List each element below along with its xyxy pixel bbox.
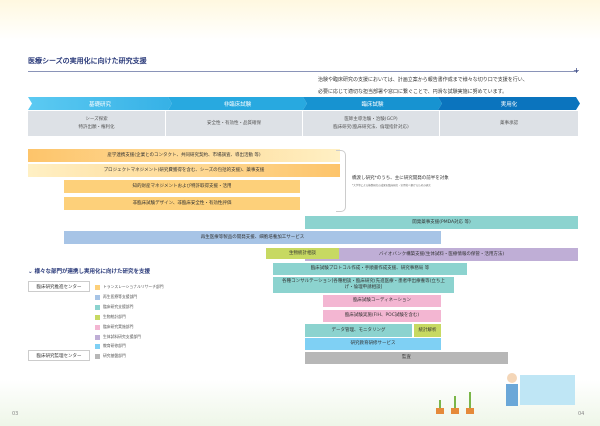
legend-label: 臨床研究実施部門	[103, 324, 134, 329]
legend-label: 教育研修部門	[103, 343, 126, 348]
phase-detail-commercial: 薬事承認	[440, 111, 578, 136]
bar-datamgmt: データ管理、モニタリング	[305, 324, 412, 337]
bar-ip: 知的財産マネジメントおよび特許取得支援・活用	[64, 180, 300, 193]
legend-label: 再生医療等支援部門	[103, 294, 138, 299]
person-body	[506, 384, 518, 406]
legend-item: 臨床研究実施部門	[95, 324, 133, 330]
center-supervision: 臨床研究監理センター	[28, 350, 90, 361]
bar-conduct: 臨床試験実施(FIH、POC試験を含む)	[323, 310, 441, 322]
lab-illustration	[436, 373, 575, 414]
phase-basic: 基礎研究	[28, 97, 172, 110]
bar-protocol: 臨床試験プロトコル作成・手順書作成支援、研究事務局 等	[273, 263, 467, 275]
intro-line: 必要に応じて適切な担当部署や窓口に繋ぐことで、円滑な試験実施に努めています。	[318, 89, 508, 95]
section-heading-text: 様々な部門が連携し実用化に向けた研究を支援	[34, 269, 151, 275]
pot-icon	[436, 408, 444, 414]
bar-pm: プロジェクトマネジメント(研究費獲得を含む、シーズの包括的支援)、薬事支援	[28, 164, 340, 177]
detail-text: 医師主導治験・治験(GCP)	[344, 116, 398, 122]
phase-nonclinical: 非臨床試験	[168, 97, 307, 110]
section-heading: ⌄ 様々な部門が連携し実用化に向けた研究を支援	[28, 269, 151, 275]
bar-regen: 再生医療等製品の開発支援、細胞培養加工サービス	[64, 231, 441, 244]
bar-education: 研究教育研修サービス	[305, 338, 441, 350]
legend-item: 教育研修部門	[95, 343, 126, 349]
center-promotion: 臨床研究推進センター	[28, 281, 90, 292]
detail-text: シーズ探索	[85, 116, 108, 122]
bar-stats: 統計解析	[414, 324, 441, 337]
bar-audit: 監査	[305, 352, 508, 364]
detail-text: 薬事承認	[500, 120, 518, 126]
bed-icon	[520, 375, 575, 405]
detail-text: 臨床研究(臨床研究法、倫理指針対応)	[333, 124, 409, 130]
bar-consult: 各種コンサルテーション[各種相談・臨床研究(先進医療・患者申出療養等)立ち上げ・…	[273, 277, 454, 293]
pot-icon	[451, 408, 459, 414]
phase-clinical: 臨床試験	[303, 97, 442, 110]
intro-text: 治験や臨床研究の支援においては、計画立案から報告書作成まで様々な切り口で支援を行…	[318, 74, 528, 98]
bar-biostat: 生物統計相談	[266, 248, 339, 259]
phase-detail-clinical: 医師主導治験・治験(GCP) 臨床研究(臨床研究法、倫理指針対応)	[303, 111, 440, 136]
note: 橋渡し研究*のうち、主に研究開発の前半を対象 *大学等による基礎研究の成果を臨床研…	[352, 175, 449, 187]
detail-text: 安全性・有効性・品質確保	[207, 120, 261, 126]
note-main: 橋渡し研究*のうち、主に研究開発の前半を対象	[352, 176, 449, 181]
legend-item: 生体試料研究支援部門	[95, 334, 141, 340]
divider	[28, 71, 578, 72]
pot-icon	[466, 408, 474, 414]
bracket	[336, 150, 346, 212]
bar-nonclinical: 非臨床試験デザイン、非臨床安全性・有効性評価	[64, 197, 300, 210]
detail-text: 特許出願・権利化	[78, 124, 115, 130]
person-icon	[507, 373, 517, 383]
legend-label: トランスレーショナルリサーチ部門	[103, 284, 164, 289]
legend-item: 再生医療等支援部門	[95, 294, 137, 300]
phase-commercial: 実用化	[438, 97, 580, 110]
legend-label: 臨床研究支援部門	[103, 304, 134, 309]
page-number-right: 04	[578, 411, 585, 417]
plus-icon: +	[573, 66, 580, 75]
bar-industry: 産学連携支援(企業とのコンタクト、共同研究契約、市場調査、導出活動 等)	[28, 149, 340, 162]
page-title: 医療シーズの実用化に向けた研究支援	[28, 57, 147, 65]
legend-item: 臨床研究支援部門	[95, 304, 133, 310]
bar-coordination: 臨床試験コーディネーション	[323, 295, 441, 307]
phase-detail-nonclinical: 安全性・有効性・品質確保	[166, 111, 303, 136]
legend-item: 研究基盤部門	[95, 353, 126, 359]
intro-line: 治験や臨床研究の支援においては、計画立案から報告書作成まで様々な切り口で支援を行…	[318, 77, 528, 83]
bar-biobank: バイオバンク構築支援(生体試料・医療情報の保管・活用方法)	[305, 248, 578, 261]
phase-detail-basic: シーズ探索特許出願・権利化	[28, 111, 166, 136]
legend-item: トランスレーショナルリサーチ部門	[95, 284, 164, 290]
legend-label: 生体試料研究支援部門	[103, 334, 141, 339]
note-small: *大学等による基礎研究の成果を臨床研究・実用化へ繋げるための研究	[352, 184, 431, 187]
page-number-left: 03	[12, 411, 19, 417]
legend-label: 研究基盤部門	[103, 353, 126, 358]
legend-item: 生物統計部門	[95, 314, 126, 320]
legend-label: 生物統計部門	[103, 314, 126, 319]
bar-regulatory: 開発薬事支援(PMDA対応 等)	[305, 216, 578, 229]
